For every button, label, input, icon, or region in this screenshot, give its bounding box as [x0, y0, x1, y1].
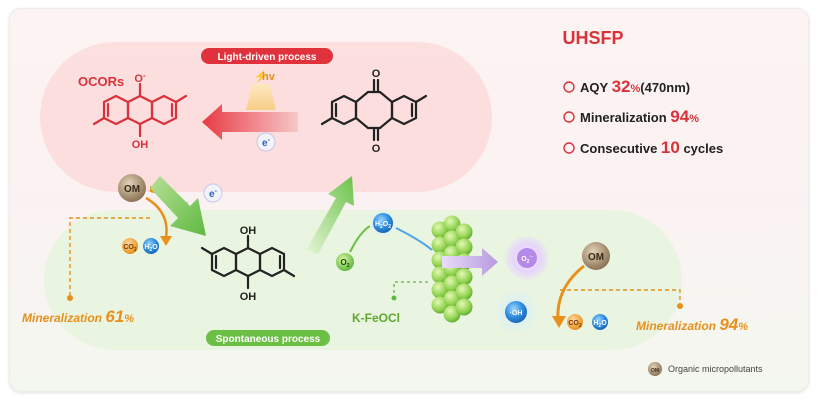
legend-om-label: OM	[651, 368, 659, 374]
callout-dot	[391, 295, 397, 301]
electron-label: e-	[209, 188, 218, 200]
h2o2-label: H2O2	[375, 221, 391, 230]
o-label-bottom: O	[372, 143, 381, 155]
co2-bubble	[122, 238, 138, 254]
h2o2-bubble	[373, 213, 393, 233]
hv-label: hv	[262, 71, 276, 83]
om-sphere-right	[582, 242, 610, 270]
oh-label-upper: OH	[240, 225, 257, 237]
ocors-molecule	[92, 82, 188, 138]
mineralization-left: Mineralization 61%	[22, 307, 134, 326]
callout-dot	[67, 295, 73, 301]
callout-dot	[677, 303, 683, 309]
oh-label-lower: OH	[240, 291, 257, 303]
page-title: UHSFP	[562, 28, 623, 48]
feocl-sphere	[443, 215, 461, 233]
h2o-label-right: H2O	[593, 320, 607, 329]
h2o-label: H2O	[144, 244, 158, 253]
co2-label-right: CO2	[568, 320, 582, 329]
spontaneous-badge	[206, 330, 330, 346]
mineralization-right: Mineralization 94%	[636, 315, 748, 334]
metric-item: Mineralization 94%	[563, 107, 699, 126]
anthraquinone-molecule	[320, 78, 428, 142]
superoxide-label: O2·-	[521, 254, 533, 265]
om-sphere	[118, 174, 146, 202]
feocl-sphere	[455, 223, 473, 241]
electron-bubble	[256, 132, 276, 152]
legend-label: Organic micropollutants	[668, 364, 763, 374]
metric-item: Consecutive 10 cycles	[563, 138, 723, 157]
electron-label: e-	[262, 137, 271, 149]
reduction-arrow	[150, 176, 206, 236]
o2-label: O2	[340, 258, 349, 269]
h2o-bubble	[143, 238, 159, 254]
light-driven-label: Light-driven process	[218, 52, 317, 63]
light-arrow	[202, 104, 298, 140]
om-to-products-arrow	[145, 196, 168, 239]
o-minus-label: O-	[134, 71, 146, 85]
radical-arrow	[442, 248, 498, 276]
smile-icon	[563, 81, 575, 93]
electron-bubble	[203, 183, 223, 203]
superoxide-bubble	[517, 248, 537, 268]
metrics-list: AQY 32%(470nm) Mineralization 94% Consec…	[563, 77, 723, 157]
feocl-sphere	[455, 238, 473, 256]
metric-text: Consecutive 10 cycles	[580, 138, 723, 157]
o-label-top: O	[372, 68, 381, 80]
kfeocl-label: K-FeOCl	[352, 311, 400, 325]
hydroxyl-label: ·OH	[510, 310, 523, 317]
mineralization-right-callout	[560, 289, 681, 304]
smile-icon	[563, 142, 575, 154]
metric-item: AQY 32%(470nm)	[563, 77, 690, 96]
kfeocl-callout	[393, 281, 428, 296]
legend-om-icon	[648, 362, 662, 376]
ocors-label: OCORs	[78, 74, 124, 89]
hydroquinone-molecule	[200, 234, 296, 290]
h2o-bubble-right	[592, 314, 608, 330]
k-feocl-catalyst	[431, 215, 473, 323]
lightning-icon: ⚡	[254, 70, 268, 83]
om-label: OM	[124, 184, 140, 195]
co2-label: CO2	[123, 244, 137, 253]
smile-icon	[563, 111, 575, 123]
arrowhead	[160, 236, 172, 246]
o2-arrow	[349, 225, 371, 253]
light-driven-badge	[201, 48, 333, 64]
o2-bubble	[336, 253, 354, 271]
light-beam	[246, 84, 276, 110]
co2-bubble-right	[567, 314, 583, 330]
metric-text: AQY 32%(470nm)	[580, 77, 690, 96]
om-label-right: OM	[588, 252, 604, 263]
arrowhead	[552, 316, 566, 328]
mineralization-left-callout	[69, 217, 150, 296]
oh-label-top: OH	[132, 139, 149, 151]
feocl-sphere	[455, 298, 473, 316]
feocl-sphere	[455, 283, 473, 301]
hydroxyl-bubble	[505, 301, 527, 323]
metric-text: Mineralization 94%	[580, 107, 699, 126]
oxidation-arrow	[306, 176, 354, 254]
spontaneous-label: Spontaneous process	[216, 334, 321, 345]
h2o2-arrow	[395, 227, 433, 251]
feocl-sphere	[455, 268, 473, 286]
